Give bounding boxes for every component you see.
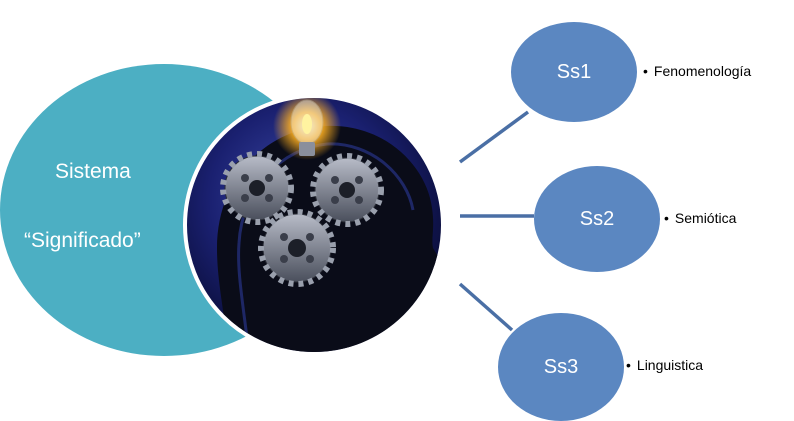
connector-ss1 [458, 110, 530, 164]
bullet-text: Linguistica [636, 357, 704, 373]
head-gears-lightbulb-icon [183, 94, 445, 356]
bullet-icon: • [626, 357, 631, 373]
bullet-text: Semiótica [674, 210, 737, 226]
subsystem-ss2: Ss2 [534, 166, 660, 272]
sistema-label: Sistema [55, 160, 131, 183]
bullet-icon: • [643, 63, 648, 79]
subsystem-ss1: Ss1 [511, 22, 637, 122]
bullet-text: Fenomenología [653, 63, 752, 79]
bullet-semiotica: • Semiótica [664, 210, 736, 226]
bullet-icon: • [664, 210, 669, 226]
subsystem-ss3: Ss3 [498, 313, 624, 421]
connector-ss3 [458, 282, 514, 332]
bullet-linguistica: • Linguistica [626, 357, 703, 373]
bullet-fenomenologia: • Fenomenología [643, 63, 751, 79]
significado-label: “Significado” [24, 229, 141, 252]
